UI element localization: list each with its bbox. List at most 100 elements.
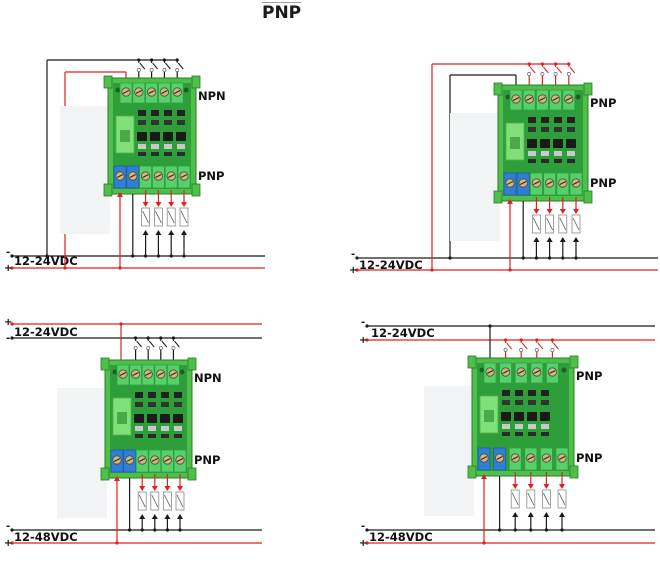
load-symbol (511, 492, 519, 506)
screw-slot (533, 181, 540, 185)
junction-dot (508, 268, 512, 272)
screw-slot (151, 458, 159, 462)
junction-dot (544, 528, 549, 532)
mosfet-chip (163, 132, 173, 141)
screw-slot (527, 456, 535, 460)
screw-slot (539, 97, 546, 101)
output-supply-voltage-label: 12-48VDC (369, 530, 433, 544)
switch-blade (177, 62, 184, 70)
rail-clip (493, 82, 503, 96)
optocoupler-chip (515, 390, 523, 396)
switch-blade (553, 342, 559, 350)
screw-slot (519, 181, 527, 185)
arrow-up-icon (117, 192, 123, 197)
arrow-down-icon (151, 486, 158, 491)
switch-blade (543, 66, 549, 74)
screw-slot (113, 458, 121, 462)
switch-pivot (519, 348, 524, 352)
smd-component (541, 151, 549, 156)
mounting-hole (183, 87, 189, 93)
smd-component (174, 426, 182, 431)
junction-dot (10, 541, 14, 545)
arrow-up-icon (139, 514, 146, 519)
smd-component (138, 120, 146, 125)
rail-clip (103, 75, 113, 89)
screw-slot (157, 372, 165, 376)
smd-component (541, 424, 549, 429)
photo-background (60, 106, 110, 234)
screw-slot (511, 456, 519, 460)
input-supply-voltage-label: 12-24VDC (371, 326, 435, 340)
arrow-up-icon (142, 230, 149, 235)
switch-pivot (175, 68, 180, 72)
junction-dot (169, 254, 173, 258)
minus-symbol: - (6, 521, 10, 532)
arrow-up-icon (181, 230, 187, 235)
screw-slot (167, 174, 175, 178)
rail-clip (187, 467, 197, 481)
smd-component (161, 426, 169, 431)
junction-dot (513, 528, 517, 532)
junction-dot (156, 254, 160, 258)
smd-component (541, 159, 549, 163)
smd-component (164, 120, 172, 125)
screw-slot (506, 181, 514, 185)
junction-dot (365, 541, 369, 545)
smd-component (151, 152, 159, 156)
smd-component (528, 127, 536, 132)
switch-blade (139, 62, 146, 70)
smd-component (161, 402, 169, 407)
load-symbol (176, 494, 184, 508)
smd-component (502, 432, 510, 436)
junction-dot (118, 266, 122, 270)
input-type-label: NPN (194, 371, 222, 385)
arrow-down-icon (155, 202, 162, 207)
mosfet-chip (540, 139, 550, 148)
mosfet-chip (566, 139, 576, 148)
mounting-hole (505, 94, 511, 100)
arrow-down-icon (512, 484, 519, 489)
screw-slot (126, 458, 133, 462)
optocoupler-chip (528, 390, 536, 396)
screw-slot (558, 456, 566, 460)
arrow-up-icon (481, 474, 487, 479)
switch-pivot (540, 72, 545, 76)
switch-pivot (136, 68, 141, 72)
switch-pivot (158, 346, 163, 350)
smd-component (151, 144, 159, 149)
minus-symbol: - (6, 333, 10, 344)
input-supply-voltage-label: 12-24VDC (14, 325, 78, 339)
screw-slot (148, 90, 155, 94)
junction-dot (140, 528, 144, 532)
smd-component (161, 434, 169, 438)
smd-component (554, 159, 562, 163)
switch-blade (521, 342, 528, 350)
mosfet-chip (501, 412, 511, 421)
screw-slot (552, 97, 559, 101)
arrow-up-icon (155, 230, 162, 235)
rail-clip (187, 357, 197, 371)
screw-slot (155, 174, 162, 178)
arrow-up-icon (559, 237, 566, 242)
junction-dot (529, 528, 533, 532)
mosfet-chip (176, 132, 186, 141)
output-type-label: PNP (576, 451, 602, 465)
screw-slot (486, 370, 494, 374)
smd-component (177, 120, 185, 125)
mounting-hole (179, 369, 185, 375)
plus-symbol: + (4, 538, 12, 549)
switch-blade (529, 66, 536, 74)
input-type-label: PNP (576, 369, 602, 383)
rail-clip (493, 190, 503, 204)
load-symbol (167, 210, 175, 224)
plug-module-grip (120, 130, 130, 142)
rail-clip (103, 183, 113, 197)
optocoupler-chip (541, 117, 549, 123)
diagram-title: PNP (262, 2, 302, 23)
rail-clip (191, 75, 201, 89)
switch-pivot (534, 348, 539, 352)
minus-symbol: - (361, 521, 365, 532)
switch-blade (148, 340, 155, 348)
